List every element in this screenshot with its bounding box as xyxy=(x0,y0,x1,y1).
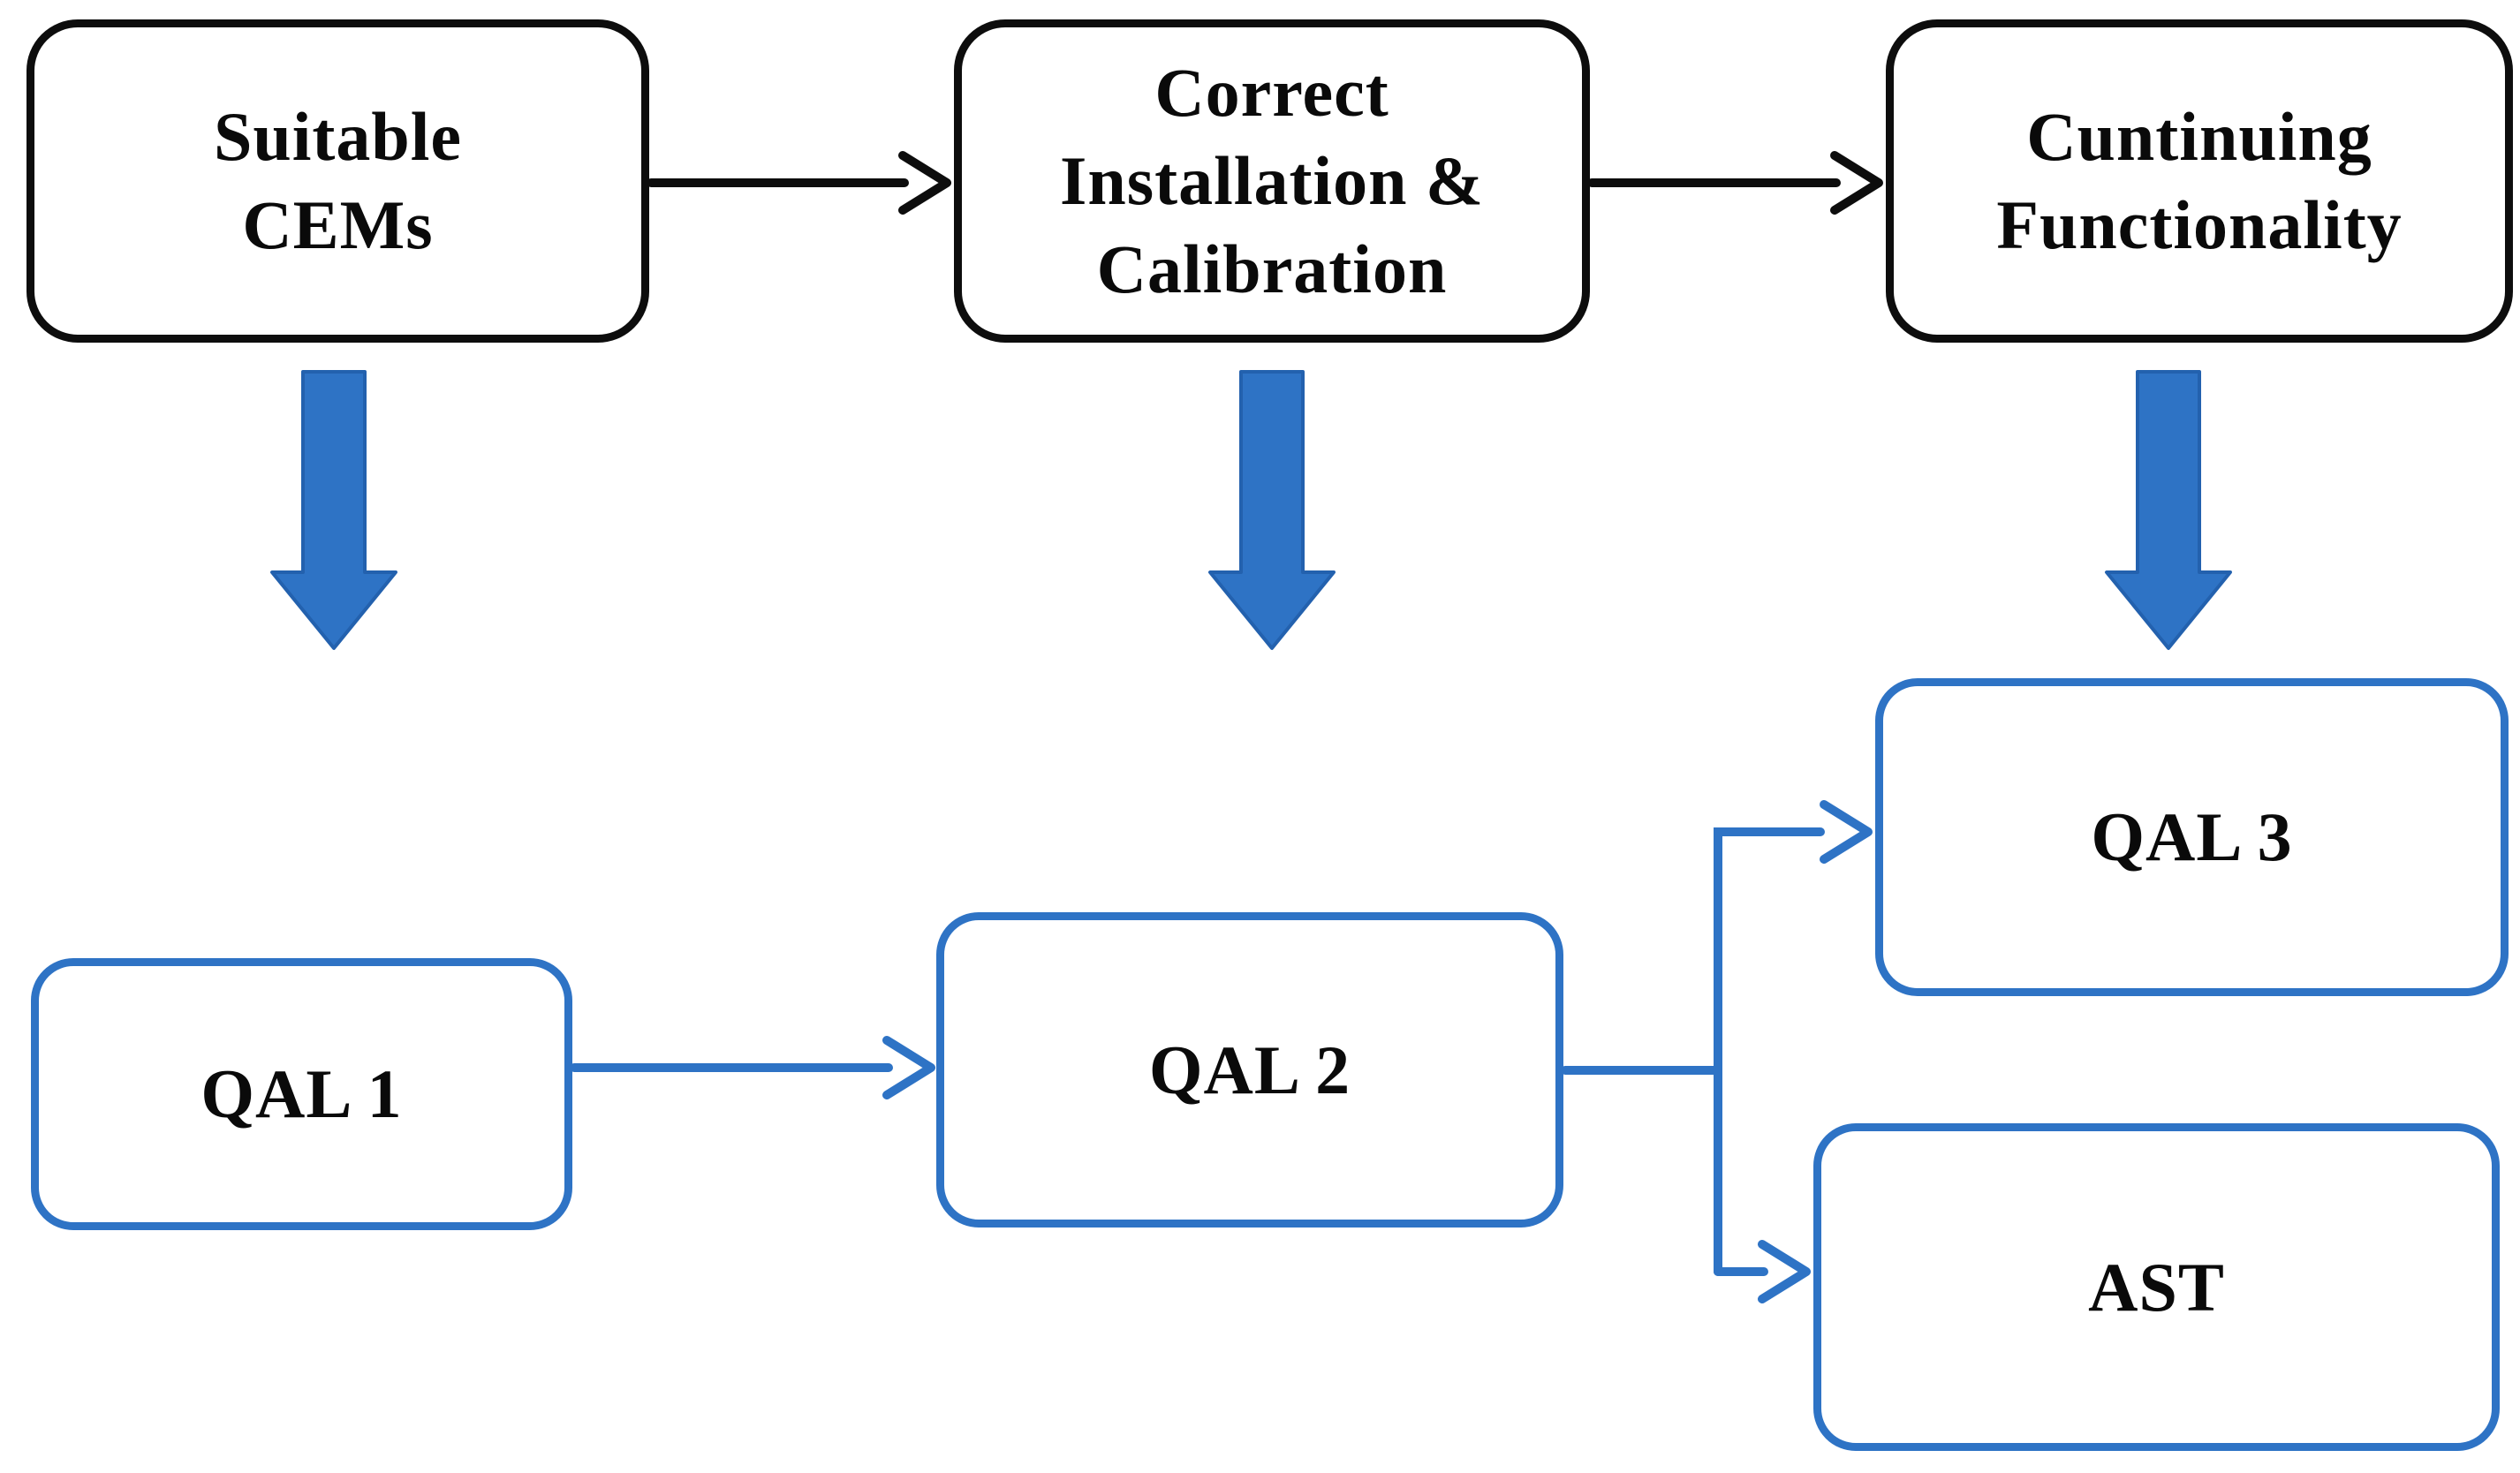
node-qal3: QAL 3 xyxy=(1875,678,2509,996)
block-arrow-down-cems xyxy=(270,370,397,650)
arrow-qal1-to-qal2 xyxy=(570,1036,935,1099)
node-continuing-functionality-label: Cuntinuing Functionality xyxy=(1996,98,2403,263)
arrowhead-to-ast xyxy=(1758,1240,1811,1303)
block-arrow-down-functionality xyxy=(2105,370,2232,650)
node-correct-installation: Correct Installation & Calibration xyxy=(954,19,1590,343)
node-correct-installation-label: Correct Installation & Calibration xyxy=(1060,54,1484,307)
arrow-cems-to-installation xyxy=(647,151,951,215)
node-ast: AST xyxy=(1813,1123,2500,1451)
arrow-installation-to-functionality xyxy=(1587,151,1883,215)
node-qal2: QAL 2 xyxy=(936,912,1563,1228)
connector-qal2-branch xyxy=(1561,827,1825,1276)
node-qal3-label: QAL 3 xyxy=(2091,798,2293,876)
node-ast-label: AST xyxy=(2088,1248,2225,1326)
node-qal2-label: QAL 2 xyxy=(1148,1031,1351,1108)
node-qal1: QAL 1 xyxy=(31,958,572,1230)
node-qal1-label: QAL 1 xyxy=(201,1055,403,1133)
node-suitable-cems: Suitable CEMs xyxy=(26,19,649,343)
arrowhead-to-qal3 xyxy=(1820,800,1873,864)
node-suitable-cems-label: Suitable CEMs xyxy=(213,98,463,263)
block-arrow-down-installation xyxy=(1208,370,1336,650)
node-continuing-functionality: Cuntinuing Functionality xyxy=(1886,19,2513,343)
